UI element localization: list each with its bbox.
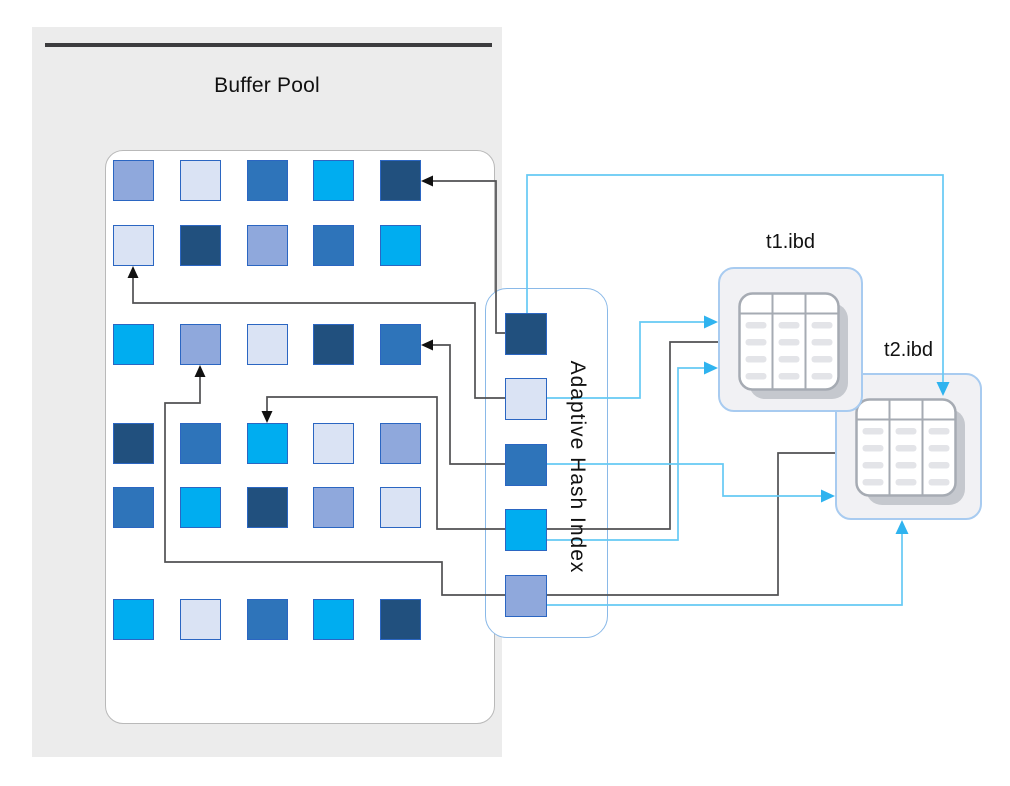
buffer-pool-page [380, 423, 421, 464]
table-icon [738, 292, 848, 399]
buffer-pool-page [247, 324, 288, 365]
buffer-pool-page [180, 324, 221, 365]
buffer-pool-frame [105, 150, 495, 724]
file-label-t1: t1.ibd [766, 231, 815, 253]
file-box-t1 [718, 267, 863, 412]
buffer-pool-title: Buffer Pool [214, 74, 320, 97]
buffer-pool-page [247, 487, 288, 528]
buffer-pool-page [313, 225, 354, 266]
buffer-pool-page [180, 160, 221, 201]
buffer-pool-page [380, 324, 421, 365]
buffer-pool-page [247, 225, 288, 266]
buffer-pool-page [313, 423, 354, 464]
buffer-pool-page [247, 160, 288, 201]
buffer-pool-page [380, 160, 421, 201]
buffer-pool-page [380, 487, 421, 528]
ahi-entry [505, 509, 547, 551]
buffer-pool-page [180, 599, 221, 640]
buffer-pool-page [247, 599, 288, 640]
buffer-pool-page [113, 487, 154, 528]
buffer-pool-page [313, 324, 354, 365]
buffer-pool-page [180, 487, 221, 528]
buffer-pool-page [180, 423, 221, 464]
buffer-pool-page [113, 599, 154, 640]
buffer-pool-page [247, 423, 288, 464]
ahi-entry [505, 313, 547, 355]
buffer-pool-page [180, 225, 221, 266]
file-label-t2: t2.ibd [884, 339, 933, 361]
ahi-entry [505, 575, 547, 617]
buffer-pool-page [313, 160, 354, 201]
buffer-pool-page [113, 423, 154, 464]
ahi-entry [505, 378, 547, 420]
buffer-pool-page [380, 225, 421, 266]
buffer-pool-page [380, 599, 421, 640]
panel-top-rule [45, 43, 492, 47]
adaptive-hash-index-label: Adaptive Hash Index [566, 360, 589, 574]
buffer-pool-page [113, 324, 154, 365]
ahi-entry [505, 444, 547, 486]
buffer-pool-page [313, 599, 354, 640]
buffer-pool-page [113, 225, 154, 266]
buffer-pool-page [313, 487, 354, 528]
buffer-pool-page [113, 160, 154, 201]
table-icon [855, 398, 965, 505]
